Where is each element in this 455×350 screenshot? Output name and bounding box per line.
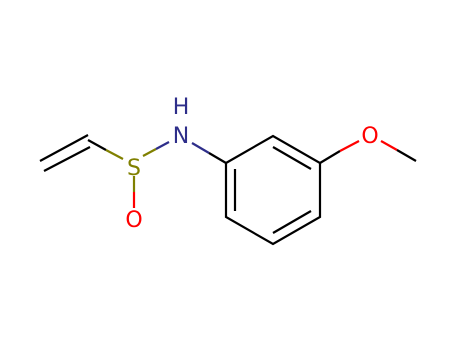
sulfur-atom-label: S <box>127 156 141 181</box>
benzene-ring <box>224 134 322 246</box>
nitrogen-aryl-bond <box>191 142 227 164</box>
hydrogen-atom-label: H <box>173 95 190 120</box>
carbon-sulfur-bond <box>87 139 124 160</box>
oxygen-methyl-bond <box>380 140 417 162</box>
vinyl-double-bond <box>39 134 91 172</box>
methoxy-oxygen-label: O <box>361 124 378 149</box>
nitrogen-atom-label: N <box>173 124 189 149</box>
sulfinyl-oxygen-label: O <box>125 208 142 233</box>
aryl-oxygen-bond <box>319 140 360 164</box>
sulfur-nitrogen-bond <box>142 141 170 157</box>
